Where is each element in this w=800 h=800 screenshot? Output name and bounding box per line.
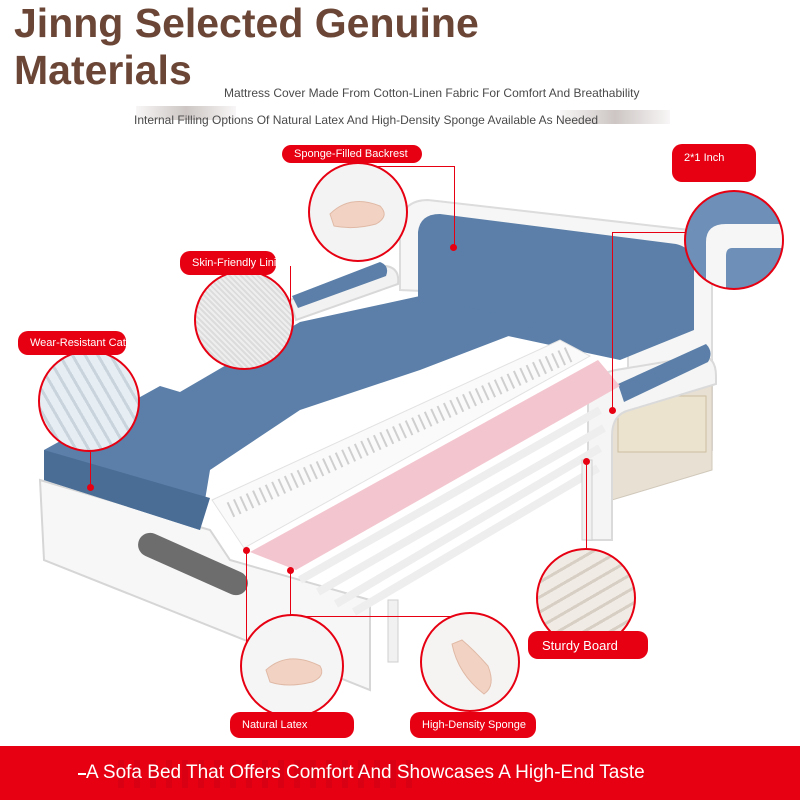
sponge-detail-image xyxy=(420,612,520,712)
bed-slats xyxy=(298,406,606,616)
callout-fabric: Wear-Resistant Cat Scratch Fabric xyxy=(18,331,126,355)
leader-latex xyxy=(246,550,247,646)
latex-detail-image xyxy=(240,614,344,718)
subtitle-line-2: Internal Filling Options Of Natural Late… xyxy=(134,113,599,127)
dot-fabric xyxy=(87,484,94,491)
title-line-1: Jinng Selected Genuine xyxy=(14,0,479,46)
page-title: Jinng Selected Genuine Materials xyxy=(14,0,479,94)
callout-backrest: Sponge-Filled Backrest xyxy=(282,145,422,163)
hand-press-icon xyxy=(329,201,385,229)
footer-decoration xyxy=(118,760,418,788)
callout-sponge: High-Density Sponge xyxy=(410,712,536,738)
armrest-right-cushion xyxy=(618,344,711,402)
backrest-detail-image xyxy=(308,162,408,262)
footer-banner: A Sofa Bed That Offers Comfort And Showc… xyxy=(0,746,800,800)
footer-tagline: A Sofa Bed That Offers Comfort And Showc… xyxy=(86,762,645,783)
callout-board: Sturdy Board xyxy=(528,631,648,659)
armrest-left-cushion xyxy=(292,262,388,308)
leader-sponge xyxy=(290,570,459,617)
dot-sponge xyxy=(287,567,294,574)
subtitle-brush-left xyxy=(136,106,236,120)
dot-backrest xyxy=(450,244,457,251)
footer-dash-icon xyxy=(78,773,86,775)
armrest-corner-icon xyxy=(706,224,782,288)
drawer-handle xyxy=(138,532,248,596)
latex-layer xyxy=(211,339,592,549)
callout-inch: 2*1 Inch xyxy=(672,144,756,182)
leader-lining xyxy=(290,266,291,322)
dot-latex xyxy=(243,547,250,554)
dot-board xyxy=(583,458,590,465)
leg-front xyxy=(387,599,399,663)
subtitle-line-1: Mattress Cover Made From Cotton-Linen Fa… xyxy=(224,86,640,100)
mattress-cushion-top xyxy=(44,296,540,530)
leg-back xyxy=(581,459,593,541)
dot-inch xyxy=(609,407,616,414)
subtitle-brush-right xyxy=(560,110,670,124)
hand-sponge-icon xyxy=(451,639,492,695)
lining-detail-image xyxy=(194,270,294,370)
mattress-cushion-side xyxy=(44,450,210,530)
fabric-detail-image xyxy=(38,350,140,452)
inch-detail-image xyxy=(684,190,784,290)
pink-sponge-layer xyxy=(250,360,620,570)
leader-inch xyxy=(612,232,691,413)
hand-latex-icon xyxy=(265,658,323,686)
leader-board xyxy=(586,460,587,550)
callout-lining: Skin-Friendly Lining xyxy=(180,251,276,275)
title-line-2: Materials xyxy=(14,47,192,93)
callout-latex: Natural Latex xyxy=(230,712,354,738)
leader-backrest xyxy=(354,166,455,249)
